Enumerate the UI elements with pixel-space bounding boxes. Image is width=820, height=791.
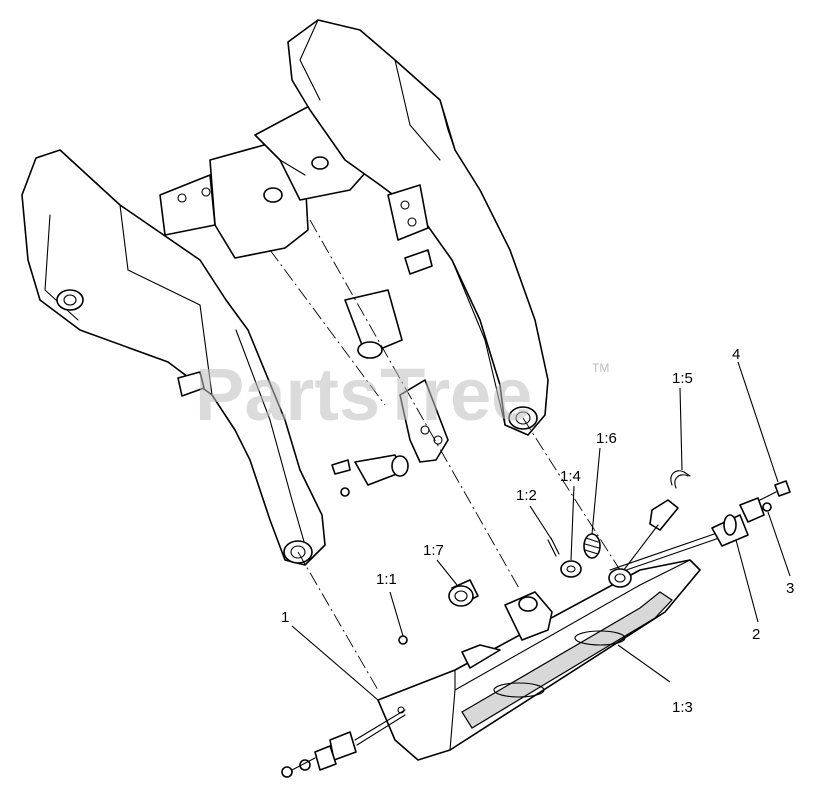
leader-lines (291, 361, 791, 701)
linkage-bracket (344, 289, 449, 463)
callout-1-1: 1:1 (376, 571, 397, 588)
lower-left-cable-end (281, 709, 406, 778)
callout-3: 3 (786, 580, 794, 597)
callout-1-2: 1:2 (516, 487, 537, 504)
callout-1-5: 1:5 (672, 370, 693, 387)
left-pivot-assembly (331, 454, 409, 497)
cotter-pin (547, 537, 560, 557)
bar-pivot (608, 568, 632, 588)
spring-rod (619, 470, 691, 576)
push-bar-assembly (377, 559, 701, 761)
callout-2: 2 (752, 626, 760, 643)
callout-1-3: 1:3 (672, 699, 693, 716)
compression-spring (583, 533, 601, 559)
callout-1: 1 (281, 609, 289, 626)
callout-1-6: 1:6 (596, 430, 617, 447)
assembly-center-lines (269, 219, 621, 691)
bolt-and-nut (759, 480, 791, 512)
watermark: PartsTree (195, 353, 532, 436)
callout-1-4: 1:4 (560, 468, 581, 485)
callout-4: 4 (732, 346, 740, 363)
small-nut (398, 635, 408, 645)
callout-1-7: 1:7 (423, 542, 444, 559)
lift-arm-frame (21, 19, 549, 566)
bushing (448, 579, 479, 607)
washer (560, 560, 582, 578)
watermark-trademark: TM (592, 361, 609, 375)
callout-labels: 1 1:1 1:2 1:3 1:4 1:5 1:6 1:7 2 3 4 (281, 346, 794, 716)
